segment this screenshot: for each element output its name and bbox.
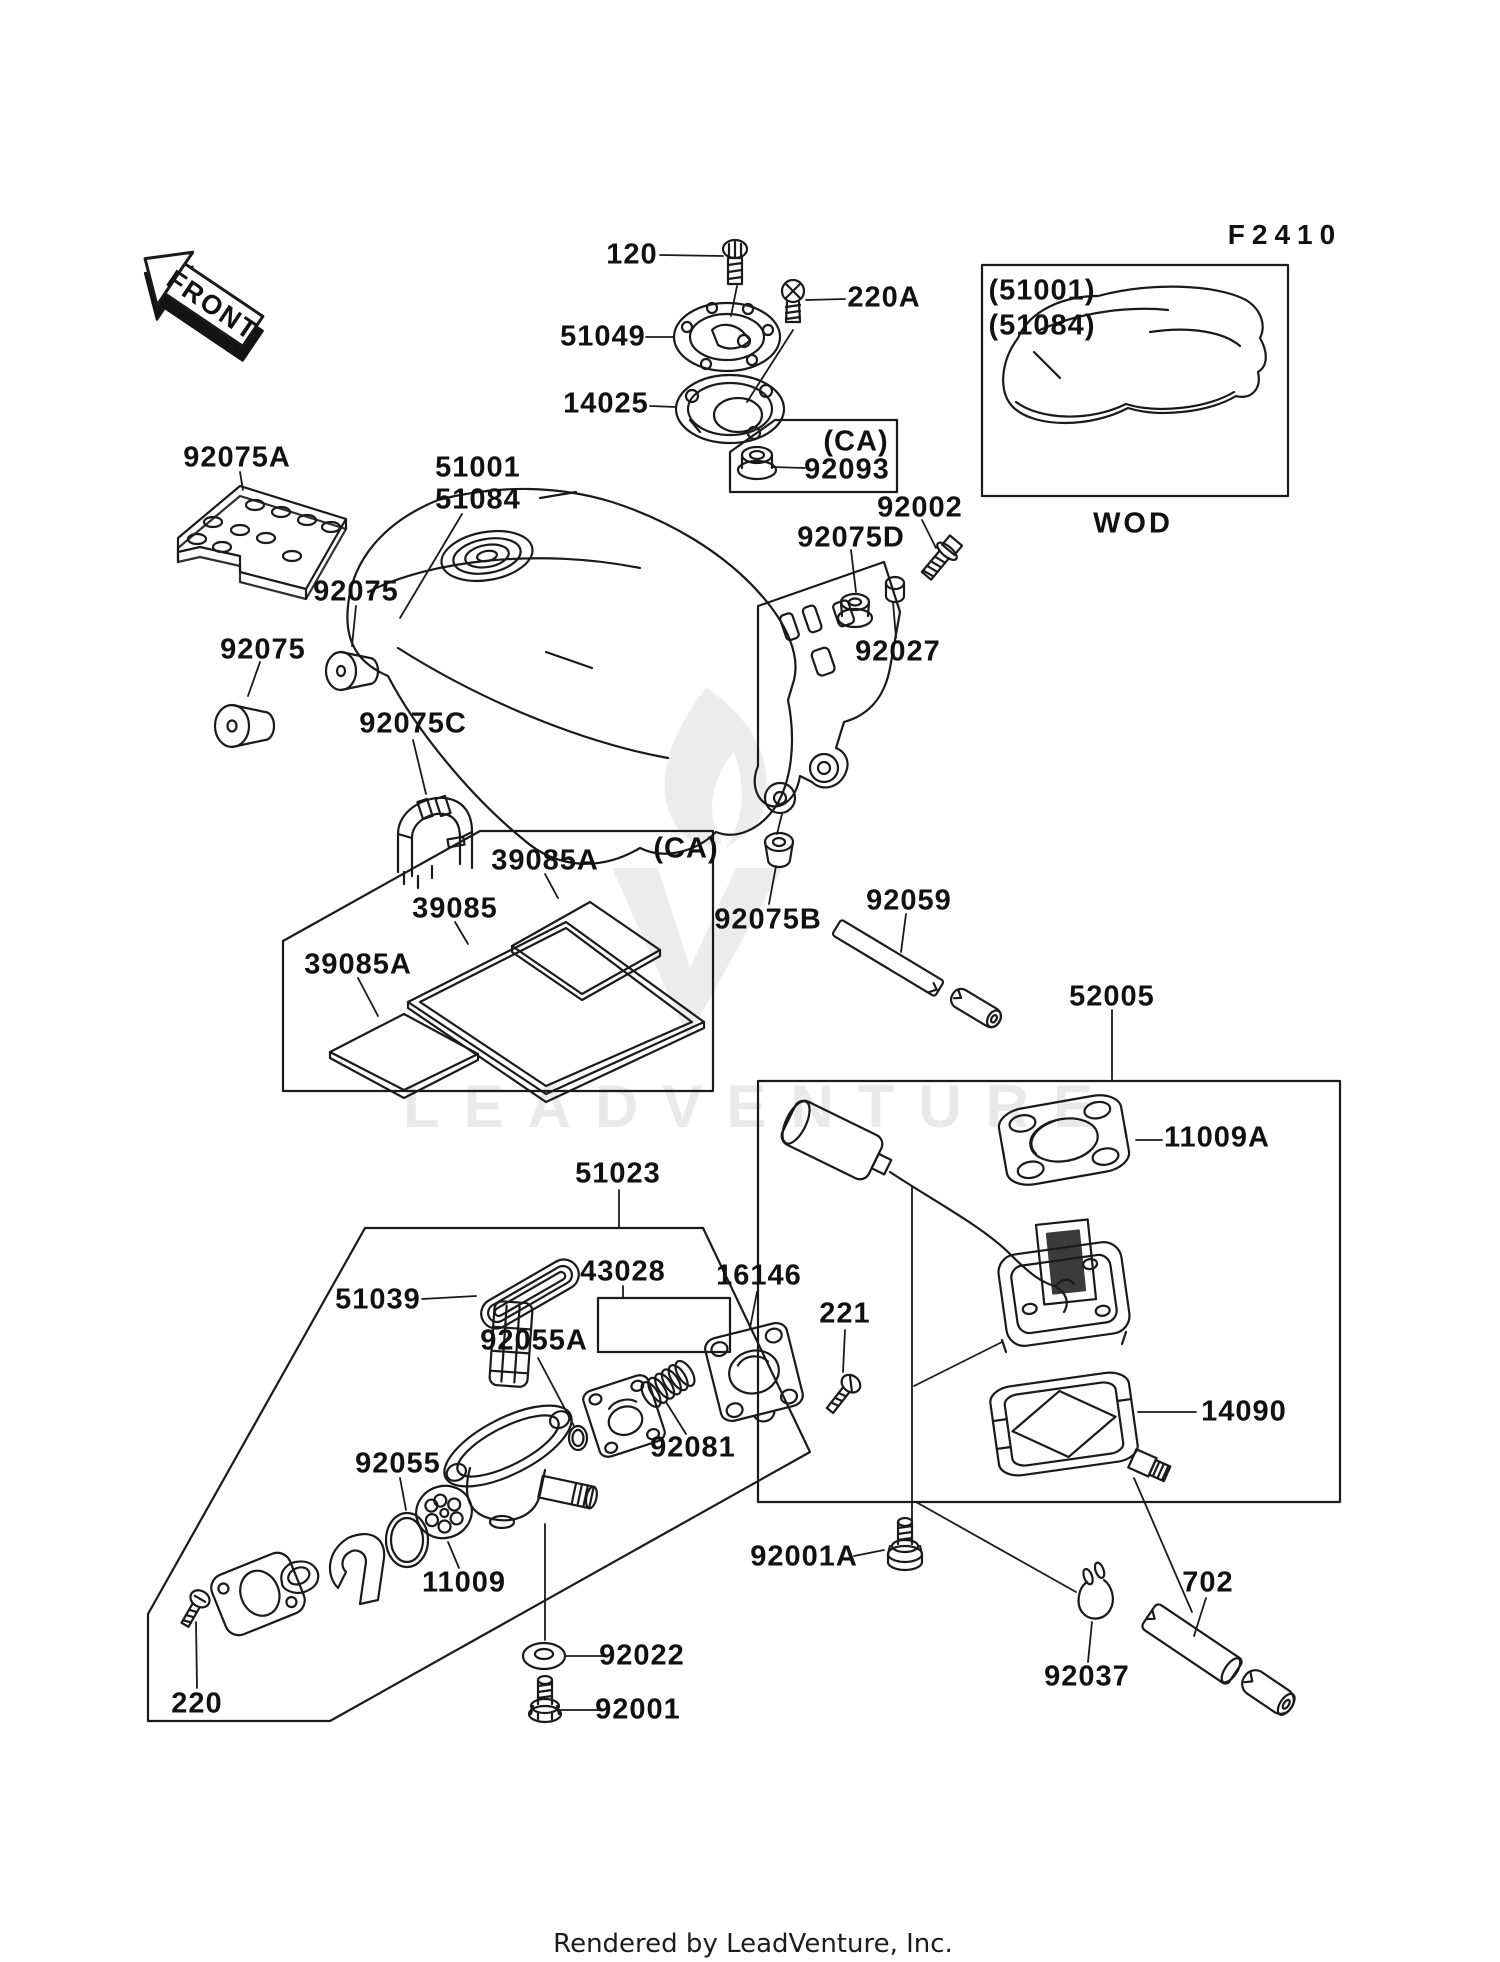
grommet-92093-drawing xyxy=(736,445,778,481)
label-92055: 92055 xyxy=(355,1447,441,1480)
label-92022: 92022 xyxy=(599,1639,685,1672)
box-52005 xyxy=(756,1079,1342,1504)
label-92001: 92001 xyxy=(595,1693,681,1726)
label-92081: 92081 xyxy=(650,1431,736,1464)
label-92093: 92093 xyxy=(804,453,890,486)
cover-16146-drawing xyxy=(703,1321,807,1432)
label-39085a-top: 39085A xyxy=(491,844,599,877)
label-120: 120 xyxy=(606,238,658,271)
label-11009: 11009 xyxy=(421,1566,507,1599)
spring-92081-drawing xyxy=(640,1359,696,1409)
bracket-43028 xyxy=(596,1296,732,1354)
grommet-92075b-drawing xyxy=(763,831,795,869)
lever-plate-drawing xyxy=(210,1551,306,1637)
screw-220-drawing xyxy=(180,1589,211,1628)
gasket-sheet-39085a-left-drawing xyxy=(328,1012,480,1100)
bolt-92001-drawing xyxy=(527,1674,563,1724)
gasket-11009a-drawing xyxy=(996,1091,1131,1188)
label-43028: 43028 xyxy=(580,1255,666,1288)
bolt-92002-drawing xyxy=(920,534,964,581)
label-51001: 51001 xyxy=(435,451,521,484)
label-220: 220 xyxy=(171,1687,223,1720)
damper-plate-92075a-drawing xyxy=(176,484,348,601)
damper-92075-upper-drawing xyxy=(324,650,380,692)
oring-92055-drawing xyxy=(384,1511,430,1569)
gasket-51039-drawing xyxy=(480,1258,580,1330)
label-ca-fuelcap: (CA) xyxy=(823,425,889,458)
screw-120-drawing xyxy=(721,238,749,286)
label-51049: 51049 xyxy=(560,320,646,353)
clamp-92075c-drawing xyxy=(396,794,474,890)
footer-credit: Rendered by LeadVenture, Inc. xyxy=(553,1929,953,1959)
oring-92055a-drawing xyxy=(567,1424,589,1452)
label-16146: 16146 xyxy=(716,1259,802,1292)
label-92001a: 92001A xyxy=(750,1540,858,1573)
tray-14090-drawing xyxy=(988,1370,1172,1483)
label-ca-gasket: (CA) xyxy=(653,832,719,865)
label-51001-variant: (51001) xyxy=(988,274,1096,307)
label-220a: 220A xyxy=(847,281,921,314)
ca-box-gaskets xyxy=(281,829,715,1093)
clamp-92037-drawing xyxy=(1077,1561,1114,1620)
leader-lines xyxy=(195,254,1207,1711)
label-92059: 92059 xyxy=(866,884,952,917)
screw-221-drawing xyxy=(825,1373,862,1415)
label-39085: 39085 xyxy=(412,892,498,925)
label-39085a-left: 39085A xyxy=(304,948,412,981)
diaphragm-43028-drawing xyxy=(581,1373,667,1460)
gasket-sheet-39085-drawing xyxy=(406,920,706,1104)
screw-220a-drawing xyxy=(780,278,806,324)
label-92002: 92002 xyxy=(877,491,963,524)
label-221: 221 xyxy=(819,1297,871,1330)
tube-702-drawing xyxy=(1141,1603,1296,1716)
pipe-92059-drawing xyxy=(831,919,1003,1029)
sieve-11009-drawing xyxy=(415,1484,473,1540)
box-51023 xyxy=(146,1226,812,1723)
label-702: 702 xyxy=(1182,1566,1234,1599)
label-92075d: 92075D xyxy=(797,521,905,554)
label-51023: 51023 xyxy=(575,1157,661,1190)
label-11009a: 11009A xyxy=(1164,1121,1270,1154)
cap-ring-14025-drawing xyxy=(674,373,786,445)
label-14090: 14090 xyxy=(1201,1395,1287,1428)
label-diagram-code: F2410 xyxy=(1227,219,1343,250)
tank-cover-drawing xyxy=(1002,285,1267,425)
variant-box-51001-51084 xyxy=(980,263,1290,498)
label-14025: 14025 xyxy=(563,387,649,420)
lever-hook-drawing xyxy=(328,1532,386,1606)
collar-92027-drawing xyxy=(884,575,906,604)
lever-gasket-small-drawing xyxy=(280,1560,320,1594)
fuel-cap-51049-drawing xyxy=(672,301,782,373)
label-51084-variant: (51084) xyxy=(988,309,1096,342)
label-92055a: 92055A xyxy=(480,1324,588,1357)
ca-box-92093 xyxy=(728,418,899,494)
label-92075c: 92075C xyxy=(359,707,467,740)
leadventure-watermark-logo xyxy=(612,688,782,1038)
label-52005: 52005 xyxy=(1069,980,1155,1013)
washer-92022-drawing xyxy=(521,1641,567,1671)
label-51084: 51084 xyxy=(435,483,521,516)
fuel-sender-52005-drawing xyxy=(780,1099,1131,1354)
damper-92075-left-drawing xyxy=(213,703,276,749)
label-92075b: 92075B xyxy=(714,903,822,936)
label-wod: WOD xyxy=(1093,507,1173,540)
front-arrow: FRONT xyxy=(143,250,265,362)
label-92075a: 92075A xyxy=(183,441,291,474)
label-92075-upper: 92075 xyxy=(313,575,399,608)
petcock-body-drawing xyxy=(443,1300,598,1530)
bolt-92001a-drawing xyxy=(886,1516,924,1572)
leadventure-watermark-text: LEADVENTURE xyxy=(403,1073,1117,1140)
label-92075-left: 92075 xyxy=(220,633,306,666)
label-51039: 51039 xyxy=(335,1283,421,1316)
grommet-92075d-drawing xyxy=(836,592,874,629)
label-92037: 92037 xyxy=(1044,1660,1130,1693)
label-92027: 92027 xyxy=(855,635,941,668)
